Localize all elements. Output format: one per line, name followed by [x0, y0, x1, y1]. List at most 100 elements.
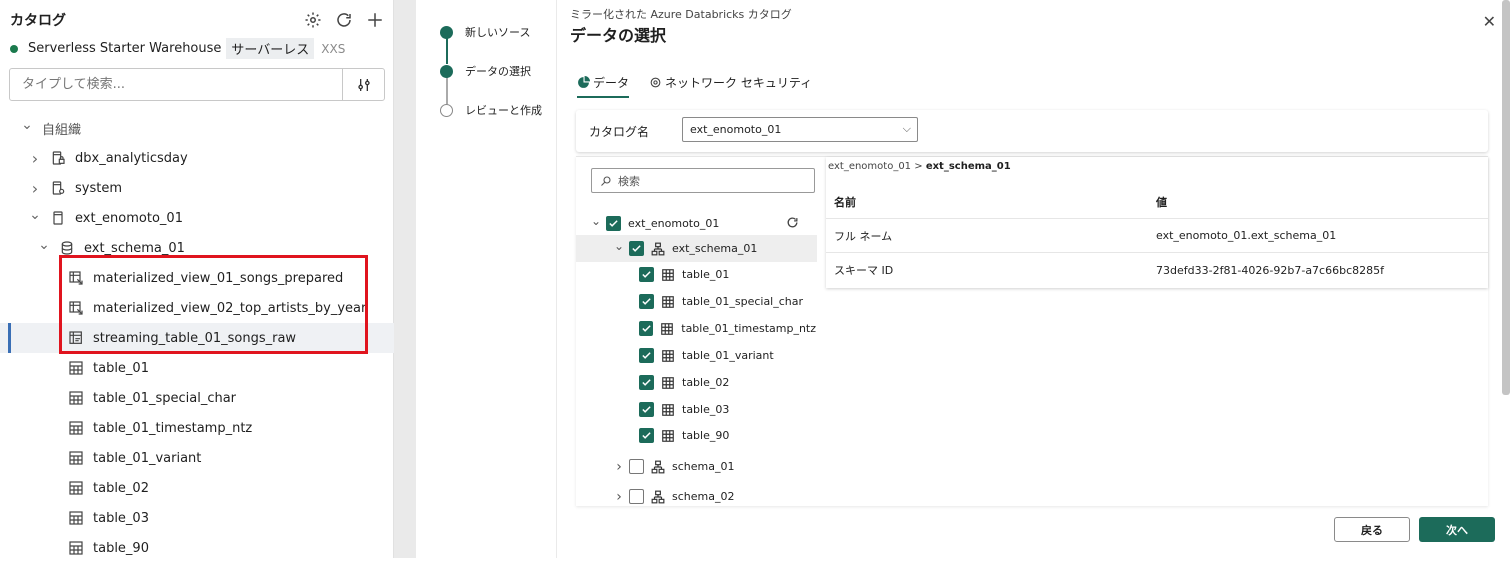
tree-item[interactable]: table_01_timestamp_ntz: [0, 413, 394, 443]
selector-tree-item[interactable]: table_01_timestamp_ntz: [576, 315, 816, 342]
table-icon: [661, 349, 675, 363]
step-new-source: 新しいソース: [416, 24, 530, 40]
back-button[interactable]: 戻る: [1334, 517, 1410, 542]
checkbox[interactable]: [639, 294, 654, 309]
tree-item[interactable]: table_02: [0, 473, 394, 503]
chevron-right-icon[interactable]: ›: [616, 458, 622, 475]
table-icon: [661, 295, 675, 309]
step-select-data: データの選択: [416, 63, 531, 79]
selector-tree-item[interactable]: table_02: [576, 369, 816, 396]
detail-path-separator: >: [914, 161, 923, 172]
checkmark-icon: [642, 406, 651, 413]
selector-tree-item[interactable]: ⌄ext_schema_01: [576, 235, 817, 262]
tree-item[interactable]: streaming_table_01_songs_raw: [0, 323, 394, 353]
tree-item[interactable]: ⌄ ext_schema_01: [0, 233, 394, 263]
tree-item[interactable]: table_01_variant: [0, 443, 394, 473]
checkbox[interactable]: [639, 267, 654, 282]
detail-path-parent[interactable]: ext_enomoto_01: [828, 161, 912, 172]
catalog-name-dropdown[interactable]: ext_enomoto_01 ⌵: [682, 117, 918, 142]
wizard-steps: 新しいソース データの選択 レビューと作成: [416, 0, 556, 558]
detail-header-row: 名前 値: [826, 185, 1488, 219]
refresh-icon[interactable]: [786, 216, 799, 232]
tree-item[interactable]: materialized_view_01_songs_prepared: [0, 263, 394, 293]
warehouse-selector[interactable]: Serverless Starter Warehouse サーバーレス XXS: [10, 38, 345, 59]
checkbox[interactable]: [629, 489, 644, 504]
catalog-search-input[interactable]: [10, 69, 342, 100]
tab-network-security[interactable]: ネットワーク セキュリティ: [649, 74, 812, 98]
catalog-gear-icon: [50, 180, 66, 196]
chevron-down-icon[interactable]: ⌄: [21, 117, 33, 133]
table-icon: [661, 429, 675, 443]
checkbox[interactable]: [629, 459, 644, 474]
add-icon[interactable]: [364, 9, 386, 31]
checkbox[interactable]: [606, 216, 621, 231]
chevron-right-icon[interactable]: ›: [31, 178, 39, 198]
selector-tree-item[interactable]: table_90: [576, 422, 816, 449]
tree-item[interactable]: table_90: [0, 533, 394, 563]
checkbox[interactable]: [639, 321, 654, 336]
detail-header-value: 値: [1156, 195, 1167, 209]
schema-icon: [651, 242, 665, 256]
selector-tree-item[interactable]: table_01: [576, 261, 816, 288]
filter-button[interactable]: [342, 69, 384, 100]
selector-tree-item[interactable]: table_01_special_char: [576, 288, 816, 315]
selector-tree-item[interactable]: ⌄ext_enomoto_01: [576, 210, 816, 237]
selector-tree-item[interactable]: › schema_02: [576, 483, 816, 510]
checkbox[interactable]: [639, 428, 654, 443]
tab-data[interactable]: データ: [577, 74, 630, 98]
main-panel: ミラー化された Azure Databricks カタログ データの選択 ✕ デ…: [557, 0, 1510, 558]
step-review-create: レビューと作成: [416, 102, 542, 118]
checkbox[interactable]: [639, 348, 654, 363]
checkmark-icon: [642, 271, 651, 278]
checkbox[interactable]: [629, 241, 644, 256]
chevron-down-icon[interactable]: ⌄: [38, 237, 50, 253]
tree-item[interactable]: table_03: [0, 503, 394, 533]
checkbox[interactable]: [639, 375, 654, 390]
tree-item-label: table_01: [93, 360, 149, 376]
chevron-down-icon[interactable]: ⌄: [613, 239, 625, 253]
settings-gear-icon[interactable]: [302, 9, 324, 31]
table-icon: [660, 322, 674, 336]
detail-row-name: スキーマ ID: [834, 264, 894, 277]
tree-item[interactable]: table_01: [0, 353, 394, 383]
page-title: データの選択: [570, 26, 667, 45]
step-done-icon: [440, 25, 453, 39]
close-icon[interactable]: ✕: [1482, 12, 1496, 31]
refresh-icon[interactable]: [333, 9, 355, 31]
chevron-right-icon[interactable]: ›: [616, 488, 622, 505]
inner-search-input[interactable]: 検索: [591, 168, 815, 193]
selector-tree-label: table_01_timestamp_ntz: [681, 322, 816, 335]
tree-item[interactable]: ⌄自組織: [0, 113, 394, 143]
catalog-header-actions: [302, 9, 386, 31]
selector-tree-item[interactable]: table_01_variant: [576, 342, 816, 369]
detail-breadcrumb: ext_enomoto_01 > ext_schema_01: [828, 161, 1011, 172]
checkmark-icon: [632, 245, 641, 252]
checkbox[interactable]: [639, 402, 654, 417]
tree-item[interactable]: materialized_view_02_top_artists_by_year: [0, 293, 394, 323]
selector-tree-item[interactable]: ›schema_01: [576, 453, 816, 480]
selector-tree-label: table_01: [682, 268, 730, 281]
step-connector: [446, 76, 448, 104]
tree-item[interactable]: ›system: [0, 173, 394, 203]
chevron-right-icon[interactable]: ›: [31, 148, 39, 168]
table-icon: [68, 480, 84, 496]
tree-item-label: ext_schema_01: [84, 240, 185, 256]
chevron-down-icon[interactable]: ⌄: [29, 207, 41, 223]
catalog-icon: [50, 210, 66, 226]
tree-item[interactable]: ⌄ext_enomoto_01: [0, 203, 394, 233]
tree-item-label: table_01_special_char: [93, 390, 237, 406]
chevron-down-icon[interactable]: ⌄: [590, 214, 602, 228]
step-label: レビューと作成: [465, 104, 542, 117]
next-button[interactable]: 次へ: [1419, 517, 1495, 542]
schema-icon: [651, 460, 665, 474]
tab-label: ネットワーク セキュリティ: [665, 76, 813, 90]
table-icon: [68, 360, 84, 376]
scrollbar[interactable]: [1502, 0, 1510, 395]
tree-item[interactable]: ›dbx_analyticsday: [0, 143, 394, 173]
selector-tree-label: schema_02: [672, 490, 735, 503]
materialized-view-icon: [68, 270, 84, 286]
tree-item[interactable]: table_01_special_char: [0, 383, 394, 413]
tree-item-label: table_02: [93, 480, 149, 496]
selector-tree-item[interactable]: table_03: [576, 396, 816, 423]
